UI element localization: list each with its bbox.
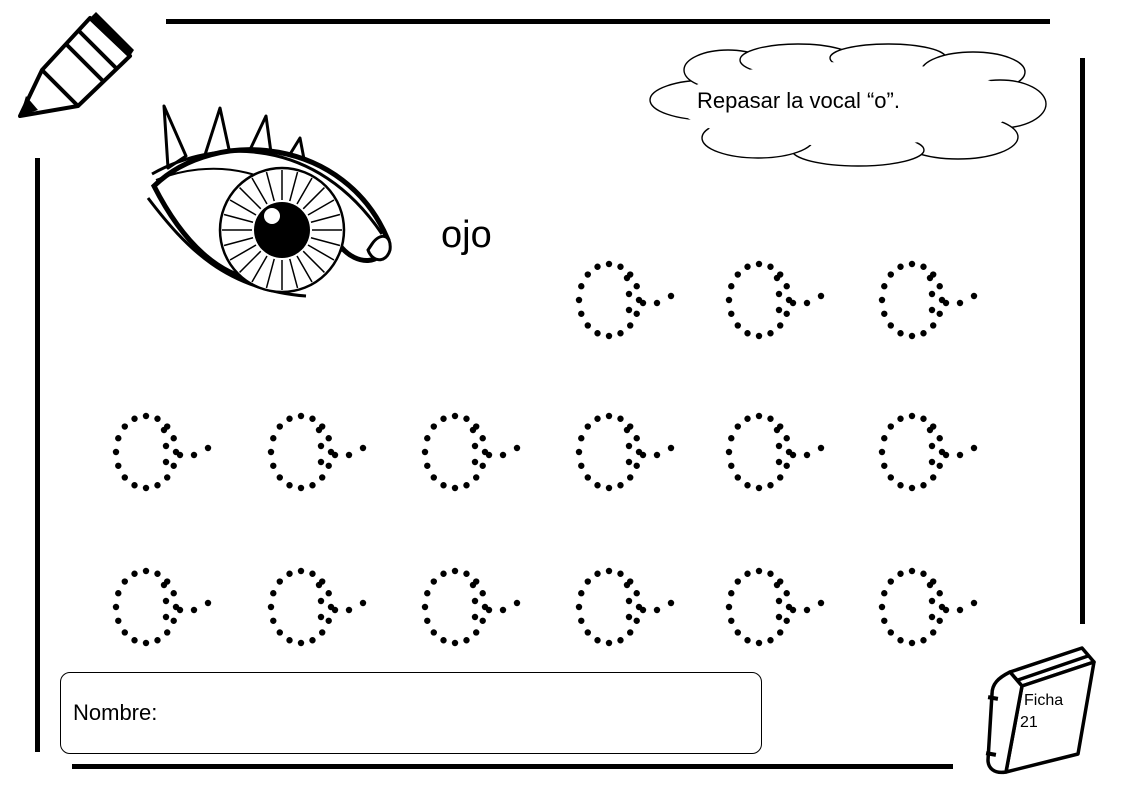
name-field[interactable]: Nombre: xyxy=(60,672,762,754)
worksheet-label: Ficha 21 xyxy=(1020,690,1064,734)
speech-cloud xyxy=(649,43,1047,167)
tracing-letter-o xyxy=(878,260,978,340)
worksheet-number: 21 xyxy=(1020,714,1038,731)
worksheet-title: Ficha xyxy=(1024,692,1064,709)
tracing-letter-o xyxy=(725,567,825,647)
tracing-letter-o xyxy=(878,567,978,647)
tracing-letter-o xyxy=(575,567,675,647)
left-border-line xyxy=(35,158,40,752)
tracing-letter-o xyxy=(575,260,675,340)
tracing-letter-o xyxy=(725,260,825,340)
book-icon xyxy=(985,646,1096,775)
right-border-line xyxy=(1080,58,1085,624)
tracing-letter-o xyxy=(267,412,367,492)
pencil-icon xyxy=(18,12,134,118)
bottom-border-line xyxy=(72,764,953,769)
tracing-letter-o xyxy=(421,412,521,492)
eye-illustration xyxy=(146,104,392,298)
example-word: ojo xyxy=(441,214,492,256)
instruction-text: Repasar la vocal “o”. xyxy=(697,88,900,113)
top-border-line xyxy=(166,19,1050,24)
tracing-letter-o xyxy=(421,567,521,647)
tracing-letter-o xyxy=(112,567,212,647)
name-label: Nombre: xyxy=(73,700,158,725)
tracing-letter-o xyxy=(112,412,212,492)
tracing-letter-o xyxy=(575,412,675,492)
tracing-letter-o xyxy=(878,412,978,492)
tracing-letter-o xyxy=(267,567,367,647)
tracing-letter-o xyxy=(725,412,825,492)
